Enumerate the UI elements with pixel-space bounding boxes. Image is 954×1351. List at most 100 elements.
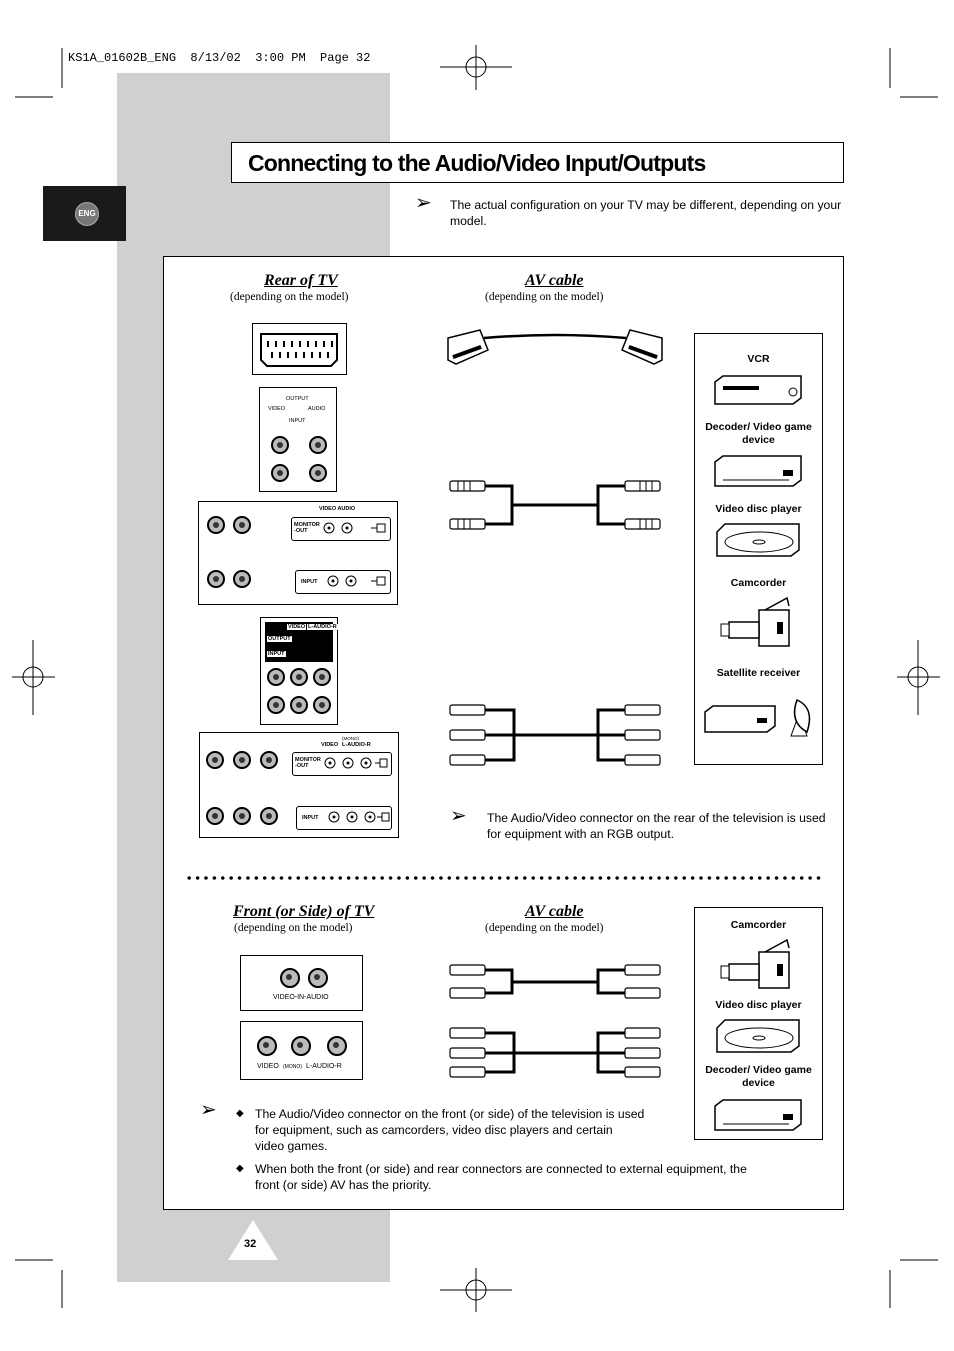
panel3-input-group: INPUT: [295, 570, 391, 594]
devices-box-top: VCR Decoder/ Video game device Video dis…: [694, 333, 823, 765]
rca-jack: [206, 807, 224, 825]
rear-scart-panel: [252, 323, 347, 375]
page-number: 32: [244, 1238, 257, 1250]
panel2-output-label: OUTPUT: [286, 396, 309, 402]
panel5-mono-label: (MONO): [342, 736, 359, 741]
note-arrow-icon: ➢: [415, 192, 432, 214]
rca-jack: [207, 570, 225, 588]
rca-jack: [291, 1036, 311, 1056]
rca-jack: [313, 668, 331, 686]
rca-jack: [233, 751, 251, 769]
section-divider: [185, 876, 825, 880]
language-badge: ENG: [75, 202, 99, 226]
front-panel-2-mono: (MONO): [283, 1064, 302, 1070]
panel2-audio-label: AUDIO: [308, 406, 326, 412]
rca-jack: [207, 516, 225, 534]
device-label: Video disc player: [715, 503, 802, 515]
device-label: Decoder/ Video game device: [705, 421, 812, 446]
panel5-video-label: VIDEO: [321, 742, 339, 748]
decoder-icon: [714, 455, 802, 487]
device-label: VCR: [747, 353, 770, 365]
rca-jack: [271, 436, 289, 454]
device-label: Satellite receiver: [716, 667, 801, 679]
scart-connector-icon: [260, 333, 338, 367]
language-tab: ENG: [43, 186, 126, 241]
front-panel-2-audio: L-AUDIO-R: [306, 1063, 342, 1070]
page-number-tab: [228, 1220, 278, 1260]
rca-jack: [290, 668, 308, 686]
rca-jack: [313, 696, 331, 714]
panel4-audio-label: L-AUDIO-R: [307, 624, 338, 630]
bullet-text-2: When both the front (or side) and rear c…: [255, 1162, 747, 1192]
panel4-video-label: VIDEO: [287, 624, 307, 630]
rear-subheading: (depending on the model): [230, 291, 349, 303]
bullets-arrow-icon: ➢: [200, 1099, 217, 1121]
av-cable-subheading-bottom: (depending on the model): [485, 922, 604, 934]
rca-jack: [206, 751, 224, 769]
rear-av-cables: [447, 329, 663, 766]
rear-panel-rca-2: OUTPUT VIDEO AUDIO INPUT: [259, 387, 337, 492]
front-panel-2-video: VIDEO: [257, 1063, 279, 1070]
rgb-note: The Audio/Video connector on the rear of…: [487, 811, 826, 841]
panel5-monitor-out-group: MONITOR -OUT: [292, 752, 392, 776]
print-slug: KS1A_01602B_ENG 8/13/02 3:00 PM Page 32: [68, 51, 371, 65]
config-note: The actual configuration on your TV may …: [450, 198, 842, 228]
av-cable-subheading-top: (depending on the model): [485, 291, 604, 303]
camcorder-icon: [720, 938, 790, 989]
rca-cable-triple: [485, 708, 625, 762]
rca-jack: [309, 436, 327, 454]
panel3-small-jacks: [323, 522, 386, 587]
panel3-input-label: INPUT: [301, 579, 318, 585]
rca-jack: [260, 807, 278, 825]
rear-panel-rca-3: VIDEO AUDIO MONITOR -OUT INPUT: [198, 501, 398, 605]
front-panel-2: VIDEO (MONO) L-AUDIO-R: [240, 1021, 363, 1080]
rca-jack: [267, 696, 285, 714]
rear-heading: Rear of TV: [264, 272, 338, 289]
disc-player-icon: [716, 1019, 800, 1053]
devices-box-bottom: Camcorder Video disc player Decoder/ Vid…: [694, 907, 823, 1140]
front-av-cables: [449, 964, 661, 1078]
panel3-header-label: VIDEO AUDIO: [319, 506, 356, 512]
rca-jack: [309, 464, 327, 482]
rgb-note-arrow-icon: ➢: [450, 805, 467, 827]
av-cable-heading-top: AV cable: [525, 272, 584, 289]
title-box: Connecting to the Audio/Video Input/Outp…: [231, 142, 844, 183]
front-heading: Front (or Side) of TV: [233, 903, 375, 920]
panel4-output-label: OUTPUT: [267, 636, 292, 642]
panel5-input-label: INPUT: [302, 815, 319, 821]
rca-jack: [233, 516, 251, 534]
device-label: Decoder/ Video game device: [705, 1064, 812, 1089]
rca-jack: [233, 807, 251, 825]
panel2-video-label: VIDEO: [268, 406, 286, 412]
device-label: Camcorder: [730, 919, 787, 931]
panel4-input-label: INPUT: [267, 651, 286, 657]
device-label: Camcorder: [730, 577, 787, 589]
rca-jack: [233, 570, 251, 588]
rca-jack: [271, 464, 289, 482]
rca-jack: [257, 1036, 277, 1056]
satellite-receiver-icon: [704, 698, 811, 737]
page-title: Connecting to the Audio/Video Input/Outp…: [248, 150, 706, 176]
panel2-input-label: INPUT: [289, 418, 306, 424]
camcorder-icon: [720, 596, 790, 647]
rca-jack: [290, 696, 308, 714]
panel5-small-jacks: [324, 757, 390, 823]
av-cable-heading-bottom: AV cable: [525, 903, 584, 920]
panel3-monitor-out-group: MONITOR -OUT: [291, 517, 391, 541]
vcr-icon: [714, 375, 802, 405]
rca-jack: [260, 751, 278, 769]
rear-panel-rca-4: VIDEO L-AUDIO-R OUTPUT INPUT: [260, 617, 338, 725]
front-panel-1-label: VIDEO-IN-AUDIO: [273, 994, 329, 1001]
bullet-diamond-icon: ◆: [236, 1163, 244, 1174]
rca-cable-pair: [485, 484, 625, 526]
device-label: Video disc player: [715, 999, 802, 1011]
rear-panel-rca-5: (MONO) VIDEO L-AUDIO-R MONITOR -OUT INPU…: [199, 732, 399, 838]
front-subheading: (depending on the model): [234, 922, 353, 934]
bullet-diamond-icon: ◆: [236, 1108, 244, 1119]
bullet-text-1: The Audio/Video connector on the front (…: [255, 1107, 645, 1153]
rca-jack: [267, 668, 285, 686]
disc-player-icon: [716, 523, 800, 557]
panel5-input-group: INPUT: [296, 806, 392, 830]
decoder-icon: [714, 1099, 802, 1131]
